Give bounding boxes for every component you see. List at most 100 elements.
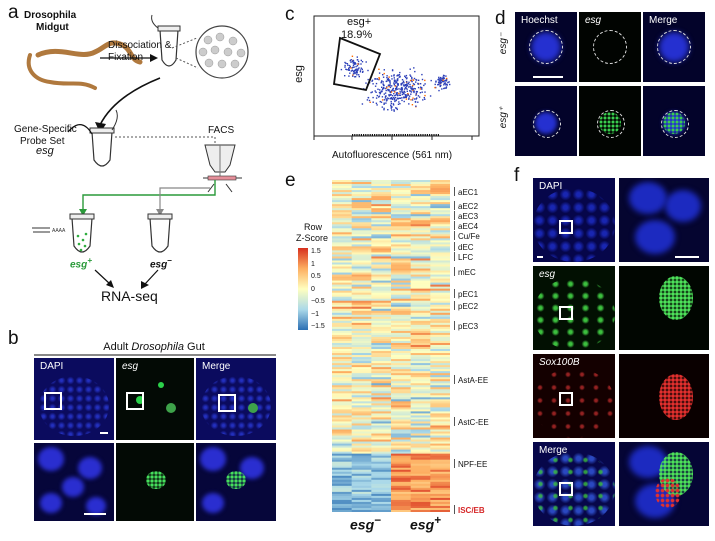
facs-event-dot	[401, 79, 404, 81]
heatmap-cell	[430, 296, 450, 300]
facs-event-dot	[401, 89, 403, 91]
facs-event-dot	[398, 101, 400, 103]
heatmap-cell	[391, 290, 411, 293]
heatmap-cell	[351, 479, 372, 483]
heatmap-cell	[391, 443, 411, 446]
heatmap-cell	[332, 214, 352, 217]
heatmap-cell	[430, 505, 450, 509]
heatmap-cell	[371, 198, 392, 201]
facs-event-dot	[424, 98, 426, 100]
heatmap-cell	[332, 363, 352, 366]
facs-event-dot	[412, 83, 415, 85]
facs-event-dot	[396, 108, 398, 111]
heatmap-cell	[391, 499, 411, 503]
facs-event-dot	[390, 97, 392, 99]
facs-event-dot	[403, 82, 405, 84]
heatmap-cell	[410, 182, 431, 185]
facs-event-dot	[406, 83, 408, 86]
facs-event-dot	[411, 87, 413, 89]
heatmap-cell	[332, 467, 352, 471]
heatmap-cell	[430, 216, 450, 219]
facs-event-dot	[385, 98, 387, 100]
workflow-graphics: AAAA	[26, 14, 249, 289]
heatmap-cell	[410, 206, 431, 209]
heatmap-cell	[391, 262, 411, 265]
heatmap-cell	[371, 403, 392, 406]
facs-event-dot	[382, 74, 384, 76]
heatmap-cell	[410, 385, 431, 388]
heatmap-cell	[391, 278, 411, 281]
heatmap-cell	[430, 413, 450, 416]
zscore-colorbar	[298, 248, 308, 330]
facs-event-dot	[412, 88, 414, 90]
heatmap-cell	[351, 447, 372, 450]
facs-event-dot	[382, 88, 384, 90]
heatmap-cell	[430, 326, 450, 330]
heatmap-cell	[371, 322, 392, 326]
facs-event-dot	[445, 84, 447, 86]
facs-event-dot	[371, 91, 373, 93]
heatmap-cell	[430, 300, 450, 304]
facs-event-dot	[387, 77, 389, 80]
heatmap-cell	[430, 200, 450, 203]
facs-event-dot	[391, 109, 393, 111]
esg-channel-label: esg	[585, 15, 602, 26]
heatmap-cell	[391, 306, 411, 310]
heatmap-cell	[332, 302, 352, 306]
heatmap-cell	[351, 491, 372, 495]
heatmap-cell	[371, 485, 392, 489]
facs-event-dot	[415, 78, 417, 81]
facs-event-dot	[385, 100, 388, 102]
facs-event-dot	[375, 102, 378, 104]
heatmap-cell	[430, 393, 450, 396]
heatmap-cell	[332, 449, 352, 452]
heatmap-cell	[430, 359, 450, 362]
heatmap-cell	[391, 449, 411, 452]
heatmap-cell	[371, 369, 392, 372]
heatmap-cell	[371, 357, 392, 360]
facs-event-dot	[447, 81, 449, 84]
heatmap-cell	[332, 499, 352, 503]
facs-event-dot	[421, 87, 423, 89]
heatmap-cell	[371, 232, 392, 235]
facs-event-dot	[354, 76, 357, 78]
heatmap-cell	[410, 264, 431, 267]
esg-neg: esg	[579, 12, 641, 82]
facs-event-dot	[374, 90, 376, 92]
heatmap-cell	[371, 210, 392, 213]
heatmap-cell	[391, 248, 411, 251]
facs-event-dot	[379, 100, 381, 103]
f-esg-label: esg	[539, 269, 556, 280]
heatmap-cell	[430, 479, 450, 483]
facs-event-dot	[361, 103, 364, 105]
heatmap-cell	[371, 216, 392, 219]
heatmap-cell	[332, 347, 352, 350]
heatmap-cell	[410, 483, 431, 487]
facs-event-dot	[410, 99, 412, 101]
heatmap-cell	[410, 202, 431, 205]
facs-event-dot	[411, 89, 413, 91]
heatmap-cell	[351, 351, 372, 354]
facs-event-dot	[399, 97, 402, 99]
heatmap-cell	[410, 314, 431, 318]
facs-event-dot	[388, 95, 390, 97]
probe-label-line1: Gene-Specific	[14, 124, 77, 135]
heatmap-cell	[391, 254, 411, 257]
heatmap-cell	[410, 342, 431, 346]
heatmap-cell	[391, 316, 411, 320]
heatmap-cell	[430, 425, 450, 428]
heatmap-cell	[332, 489, 352, 493]
facs-event-dot	[440, 79, 442, 81]
facs-event-dot	[442, 77, 445, 79]
heatmap-cell	[371, 367, 392, 370]
heatmap-cell	[351, 236, 372, 239]
heatmap-cell	[391, 375, 411, 378]
facs-event-dot	[352, 66, 354, 69]
heatmap-cell	[391, 226, 411, 229]
heatmap-cell	[371, 292, 392, 295]
facs-event-dot	[445, 77, 448, 80]
heatmap-cell	[371, 304, 392, 308]
heatmap-cell	[332, 260, 352, 263]
facs-event-dot	[439, 81, 442, 83]
esg-positive-sign: +	[87, 255, 93, 265]
